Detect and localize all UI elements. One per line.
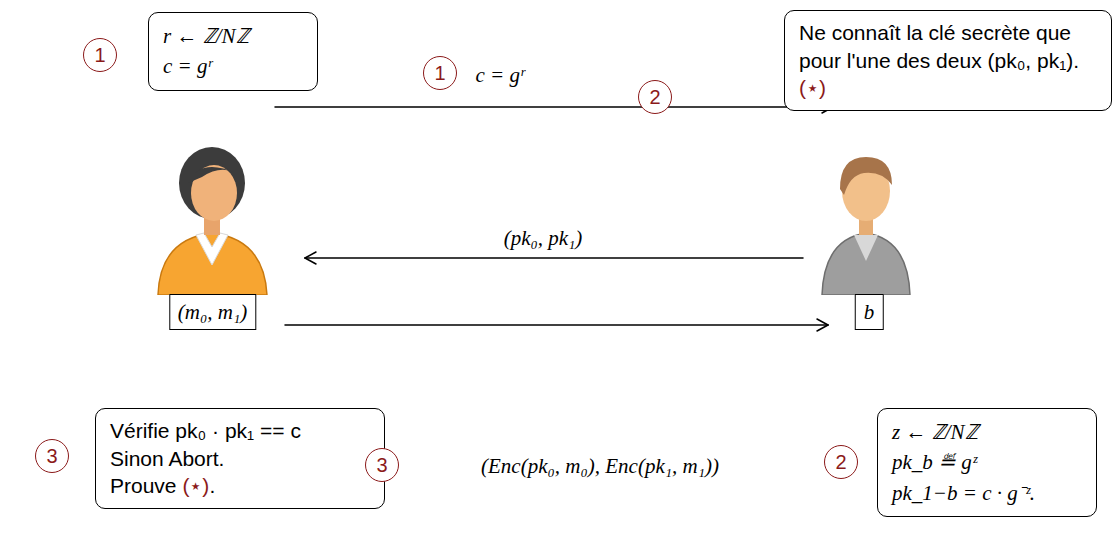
box-text: z ← ℤ/Nℤ (892, 417, 1082, 447)
box-text: Sinon Abort. (110, 445, 370, 473)
message-label: c = gʳ (472, 63, 527, 88)
callout-number: 2 (824, 445, 858, 479)
box-text: Prouve (⋆). (110, 472, 370, 500)
message-arrow (285, 319, 828, 331)
check-box: Vérifie pk₀ · pk₁ == cSinon Abort.Prouve… (95, 408, 385, 509)
message-label: (pk₀, pk₁) (501, 226, 586, 251)
computation-box: r ← ℤ/Nℤc = gʳ (148, 12, 318, 91)
callout-number: 1 (423, 56, 457, 90)
box-text: r ← ℤ/Nℤ (163, 21, 303, 51)
person-figure (150, 143, 275, 299)
callout-number: 1 (83, 38, 117, 72)
person-figure (820, 145, 912, 299)
callout-number: 2 (638, 80, 672, 114)
sender-party: (m₀, m₁) (150, 100, 275, 332)
box-text: Ne connaît la clé secrète que pour l'une… (799, 19, 1097, 102)
callout-number: 3 (365, 448, 399, 482)
star-mark: (⋆) (799, 76, 826, 99)
box-text: Vérifie pk₀ · pk₁ == c (110, 417, 370, 445)
box-text: pk_b ≝ gᶻ (892, 447, 1082, 477)
star-mark: (⋆) (182, 474, 209, 497)
note-box: Ne connaît la clé secrète que pour l'une… (784, 10, 1112, 111)
box-text: pk_1−b = c · g⁻ᶻ. (892, 478, 1082, 508)
box-text: c = gʳ (163, 51, 303, 81)
callout-number: 3 (35, 439, 69, 473)
party-value: (m₀, m₁) (169, 294, 256, 330)
message-arrow (275, 101, 833, 113)
party-value: b (855, 294, 884, 330)
computation-box: z ← ℤ/Nℤpk_b ≝ gᶻpk_1−b = c · g⁻ᶻ. (877, 408, 1097, 517)
receiver-party: b (833, 100, 905, 332)
message-label: (Enc(pk₀, m₀), Enc(pk₁, m₁)) (478, 454, 722, 479)
message-arrow (305, 252, 803, 264)
